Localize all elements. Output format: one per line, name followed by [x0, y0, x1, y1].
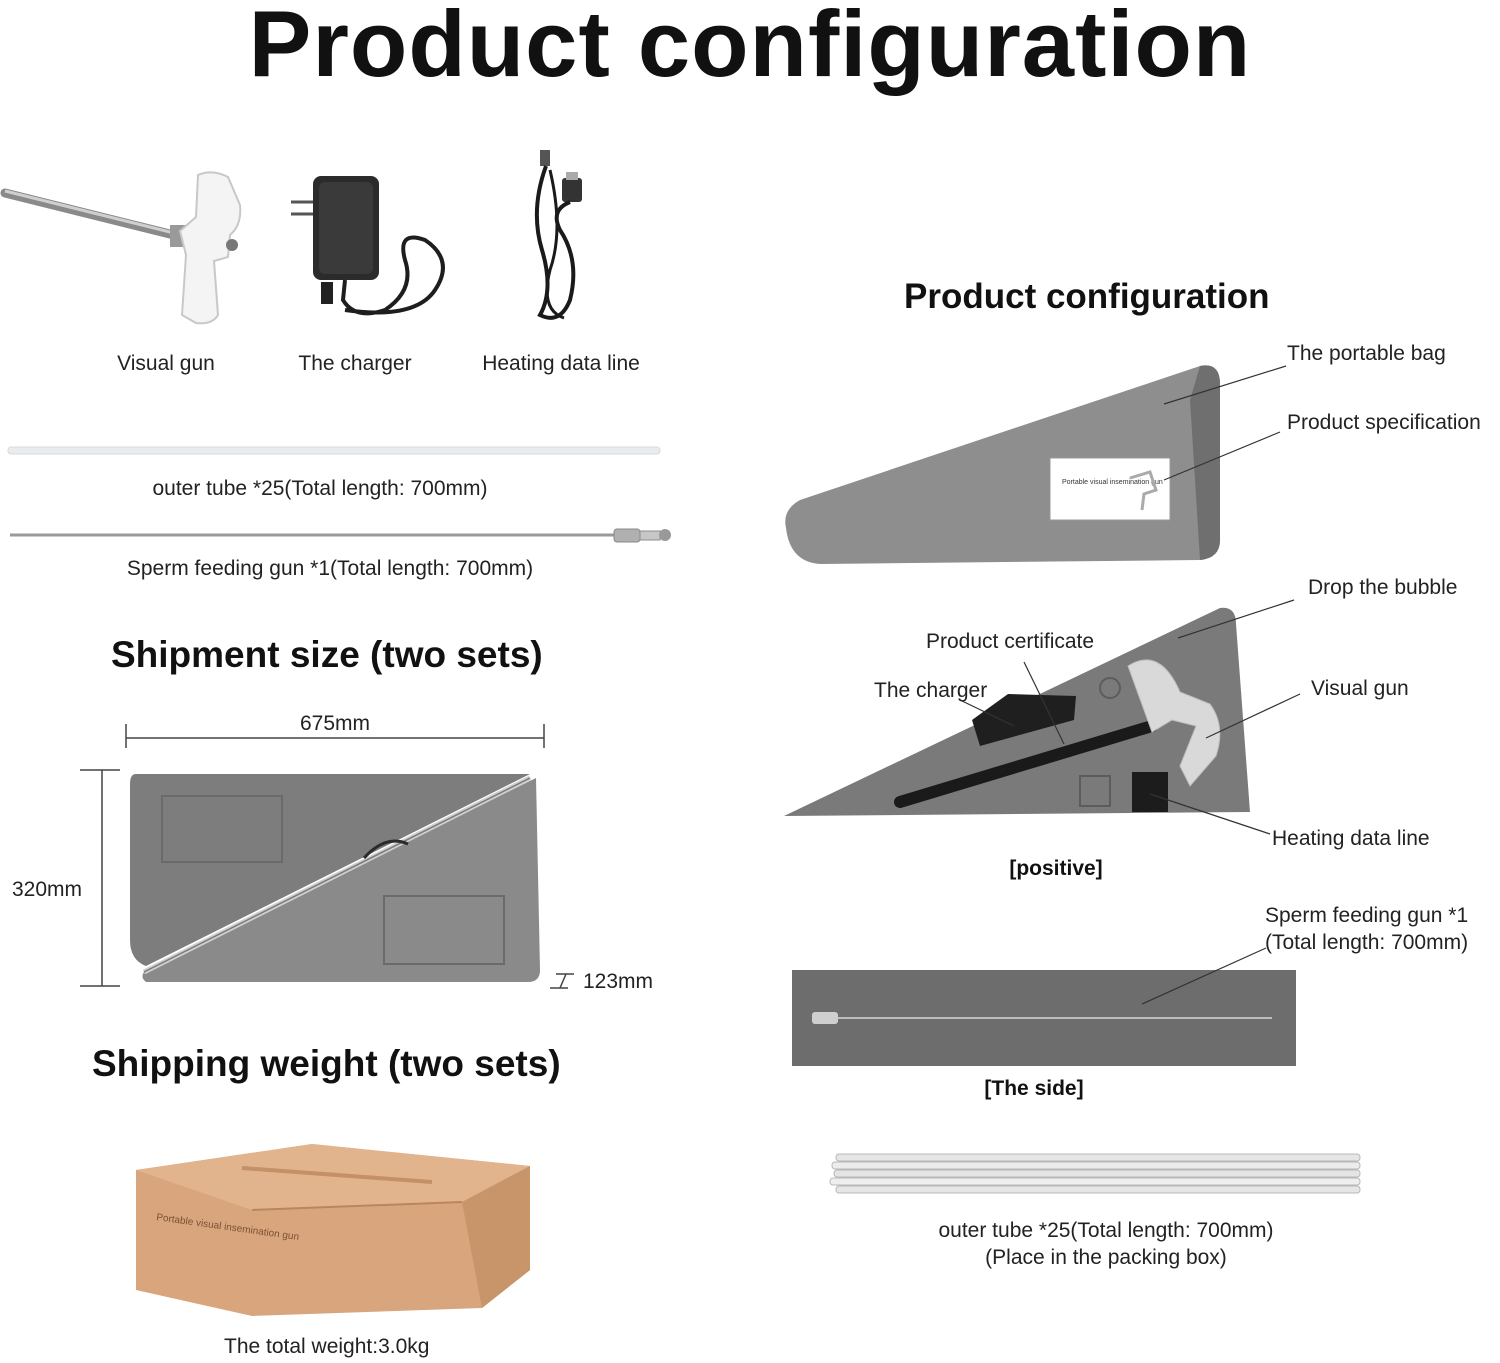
height-dimension-label: 320mm [12, 878, 83, 901]
height-dimension-line [80, 769, 120, 987]
callout-side-sperm-gun: Sperm feeding gun *1 [1265, 904, 1469, 927]
outer-tube-image [7, 446, 661, 455]
callout-heating-data-line: Heating data line [1272, 827, 1430, 850]
label-card-text: Portable visual insemination gun [1062, 479, 1163, 486]
foam-callout-lines [959, 599, 1301, 835]
callout-visual-gun: Visual gun [1311, 677, 1409, 700]
callout-drop-the-bubble: Drop the bubble [1308, 576, 1458, 599]
width-dimension-label: 675mm [299, 712, 371, 735]
cardboard-box-image: Portable visual insemination gun [136, 1144, 530, 1316]
positive-caption: [positive] [1009, 857, 1103, 880]
portable-bag-image: Portable visual insemination gun [785, 365, 1220, 564]
page-title: Product configuration [248, 0, 1252, 96]
side-foam-image [792, 970, 1296, 1066]
data-cable-image [534, 150, 582, 320]
right-heading: Product configuration [904, 277, 1270, 316]
callout-product-certificate: Product certificate [926, 630, 1095, 653]
depth-dimension-mark [550, 973, 574, 989]
foam-insert-image [784, 607, 1250, 816]
sperm-feeding-gun-image [10, 528, 671, 543]
callout-product-specification: Product specification [1287, 411, 1481, 434]
tube-bundle-image [829, 1153, 1361, 1194]
side-callout-line [1141, 947, 1267, 1005]
visual-gun-label: Visual gun [117, 352, 215, 375]
visual-gun-image [0, 171, 242, 325]
shipment-size-heading: Shipment size (two sets) [111, 634, 543, 675]
bag-callout-lines [1163, 365, 1287, 481]
callout-side-length: (Total length: 700mm) [1265, 931, 1469, 954]
total-weight-label: The total weight:3.0kg [224, 1335, 430, 1358]
sperm-feeding-gun-label: Sperm feeding gun *1(Total length: 700mm… [126, 557, 534, 580]
shipping-weight-heading: Shipping weight (two sets) [92, 1043, 561, 1084]
charger-image [291, 176, 445, 316]
heating-data-line-label: Heating data line [482, 352, 640, 375]
folded-bag-image [130, 774, 540, 982]
callout-charger: The charger [874, 679, 988, 702]
charger-label: The charger [298, 352, 412, 375]
side-caption: [The side] [984, 1077, 1084, 1100]
tubes-caption-line1: outer tube *25(Total length: 700mm) [938, 1219, 1274, 1242]
width-dimension-line [125, 724, 545, 748]
callout-portable-bag: The portable bag [1287, 342, 1446, 365]
outer-tube-label: outer tube *25(Total length: 700mm) [152, 477, 488, 500]
depth-dimension-label: 123mm [583, 970, 654, 993]
tubes-caption-line2: (Place in the packing box) [985, 1246, 1227, 1269]
